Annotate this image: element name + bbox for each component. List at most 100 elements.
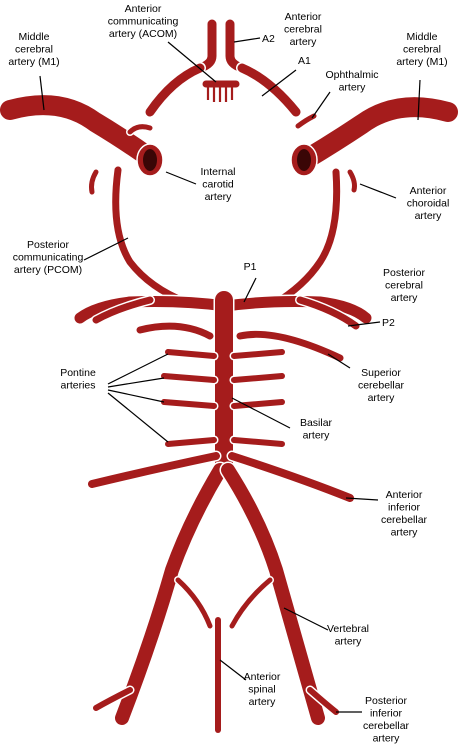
a1-right <box>237 63 301 117</box>
leader-mca-left <box>39 75 45 111</box>
ant-choroidal-right <box>347 169 357 193</box>
label-pcom-line-2: communicating <box>13 252 84 264</box>
label-mca-right-line-1: Middle <box>407 31 438 43</box>
label-pca-line-2: cerebral <box>385 280 423 292</box>
label-aica-line-4: artery <box>391 527 419 539</box>
label-pica-line-1: Posterior <box>365 695 408 707</box>
label-ant-spinal-line-1: Anterior <box>244 671 281 683</box>
label-pontine-line-2: arteries <box>60 380 95 392</box>
pica-right <box>307 687 339 715</box>
p2-left-branch <box>92 296 154 324</box>
label-p1: P1 <box>244 261 257 273</box>
p2-right-branch <box>296 296 360 330</box>
label-pcom-line-3: artery (PCOM) <box>14 264 82 276</box>
label-aica-line-2: inferior <box>388 502 421 514</box>
label-mca-left-line-2: cerebral <box>15 44 53 56</box>
label-pcom-line-1: Posterior <box>27 239 70 251</box>
leader-ophthalmic <box>311 91 331 119</box>
label-ica-line-2: carotid <box>202 179 234 191</box>
pontine-2-left <box>161 373 217 383</box>
label-vertebral-line-1: Vertebral <box>327 623 369 635</box>
label-ant-choroidal-line-1: Anterior <box>410 185 447 197</box>
mca-right <box>295 97 458 170</box>
label-p2: P2 <box>382 317 395 329</box>
leader-pontine-3 <box>107 389 165 403</box>
pontine-4-left <box>165 437 217 447</box>
label-a2-line-1: A2 <box>262 33 275 45</box>
label-pica-line-4: artery <box>373 733 401 745</box>
leader-a2 <box>233 37 261 43</box>
label-ant-spinal-line-3: artery <box>249 696 277 708</box>
leader-aica <box>345 497 379 501</box>
vertebral-right <box>221 463 325 725</box>
leader-a1 <box>261 69 297 97</box>
a1-left <box>145 63 205 117</box>
label-a2: A2 <box>262 33 275 45</box>
leader-mca-right <box>417 79 421 121</box>
pontine-1-right <box>231 349 285 359</box>
label-acom-line-2: communicating <box>108 16 179 28</box>
label-mca-left-line-3: artery (M1) <box>8 56 59 68</box>
leader-p2 <box>347 321 381 327</box>
label-ica-line-3: artery <box>205 191 233 203</box>
pontine-3-right <box>231 399 285 409</box>
label-mca-right-line-3: artery (M1) <box>396 56 447 68</box>
leader-p1 <box>243 277 257 303</box>
pontine-3-left <box>161 399 217 409</box>
arterial-tree <box>0 18 460 735</box>
ica-right-lumen <box>297 149 311 171</box>
pica-left <box>93 687 133 711</box>
ant-spinal-right <box>229 577 273 629</box>
aica-left <box>88 452 220 488</box>
label-ant-choroidal-line-2: choroidal <box>407 198 450 210</box>
label-p1-line-1: P1 <box>244 261 257 273</box>
label-aca-line-2: cerebral <box>284 24 322 36</box>
label-aca-line-1: Anterior <box>285 11 322 23</box>
label-aica-line-1: Anterior <box>386 489 423 501</box>
leader-basilar <box>231 397 291 429</box>
leader-ant-choroidal <box>359 183 397 199</box>
label-a1: A1 <box>298 55 311 67</box>
label-aca-line-3: artery <box>290 36 318 48</box>
label-mca-right-line-2: cerebral <box>403 44 441 56</box>
sca-left <box>136 322 214 340</box>
label-vertebral-line-2: artery <box>335 636 363 648</box>
aica-right <box>228 452 354 502</box>
mca-left <box>0 95 160 168</box>
leader-pontine-1 <box>107 353 169 385</box>
label-ophthalmic-line-1: Ophthalmic <box>325 69 378 81</box>
pontine-2-right <box>231 373 285 383</box>
label-pca-line-3: artery <box>391 292 419 304</box>
ica-left-lumen <box>143 149 157 171</box>
leader-ica <box>165 171 197 185</box>
ant-choroidal-left <box>89 169 99 195</box>
label-pica-line-2: inferior <box>370 708 403 720</box>
vertebral-left <box>115 463 227 725</box>
label-mca-left-line-1: Middle <box>19 31 50 43</box>
pontine-1-left <box>165 349 217 359</box>
label-ant-choroidal-line-3: artery <box>415 210 443 222</box>
label-pontine-line-1: Pontine <box>60 367 96 379</box>
label-ica-line-1: Internal <box>200 166 235 178</box>
label-sca-line-1: Superior <box>361 367 401 379</box>
leader-ant-spinal <box>219 659 247 681</box>
leader-sca <box>327 353 351 369</box>
leader-acom <box>167 41 217 83</box>
pcom-left <box>112 166 190 306</box>
